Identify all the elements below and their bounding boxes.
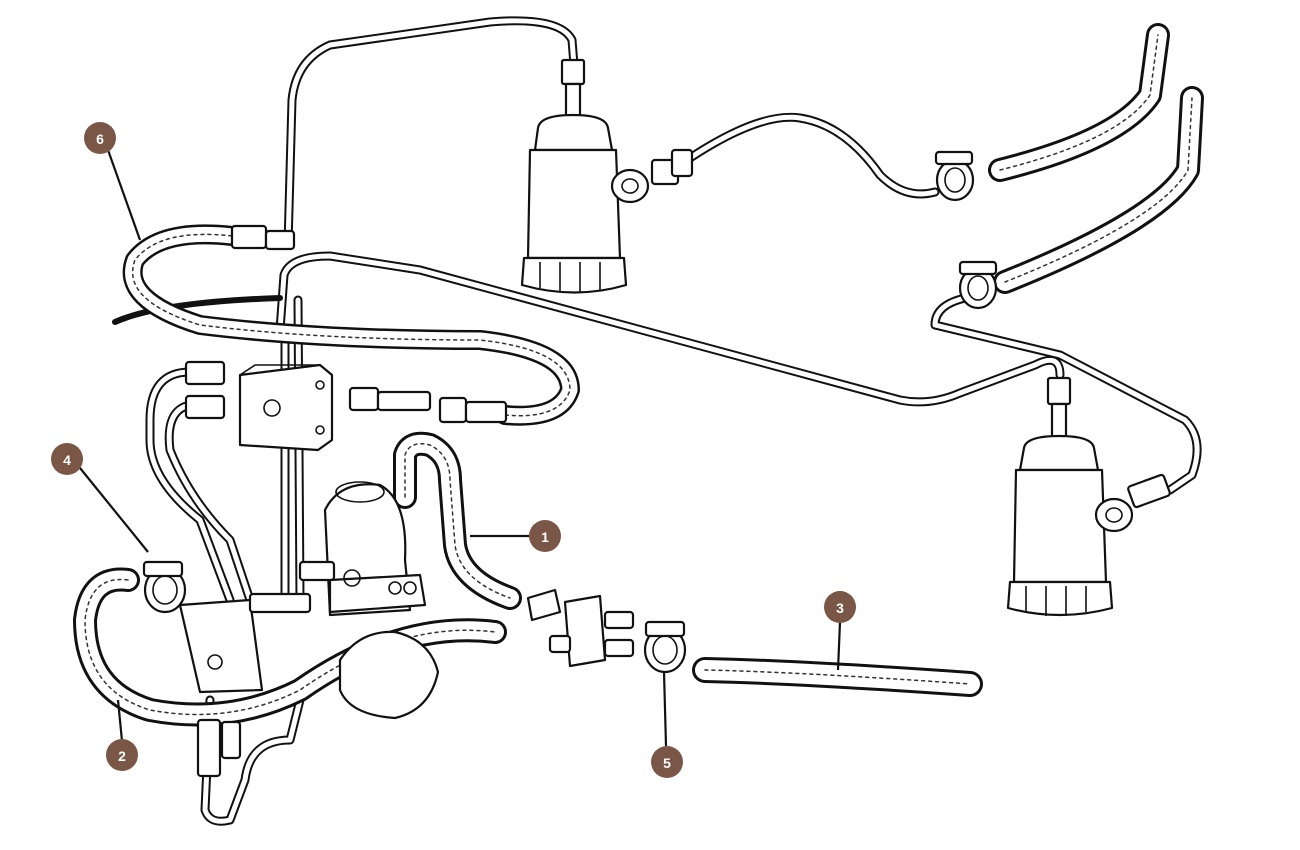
fuel-pump [178,481,440,720]
callout-4-label: 4 [63,452,71,468]
fittings [184,148,1171,778]
cable [112,295,283,325]
hose-clips [142,150,998,674]
fuel-filter-upper [520,58,650,294]
callout-5-label: 5 [663,755,671,771]
callout-1-label: 1 [541,529,549,545]
callout-3: 3 [824,591,856,623]
callout-2: 2 [106,739,138,771]
clip-lower-right [958,260,998,310]
callout-4: 4 [51,443,83,475]
fuel-filter-lower [1006,376,1134,617]
junction-block [238,363,334,452]
clip-5 [643,620,687,674]
clip-upper-right [934,150,975,202]
callout-2-label: 2 [118,748,126,764]
callout-3-label: 3 [836,600,844,616]
callout-1: 1 [529,520,561,552]
callout-6: 6 [84,122,116,154]
rigid-fuel-lines [145,16,1202,826]
clip-4 [142,560,187,614]
callout-5: 5 [651,746,683,778]
callout-6-label: 6 [96,131,104,147]
t-connector [526,588,635,668]
leader-lines [79,149,842,747]
